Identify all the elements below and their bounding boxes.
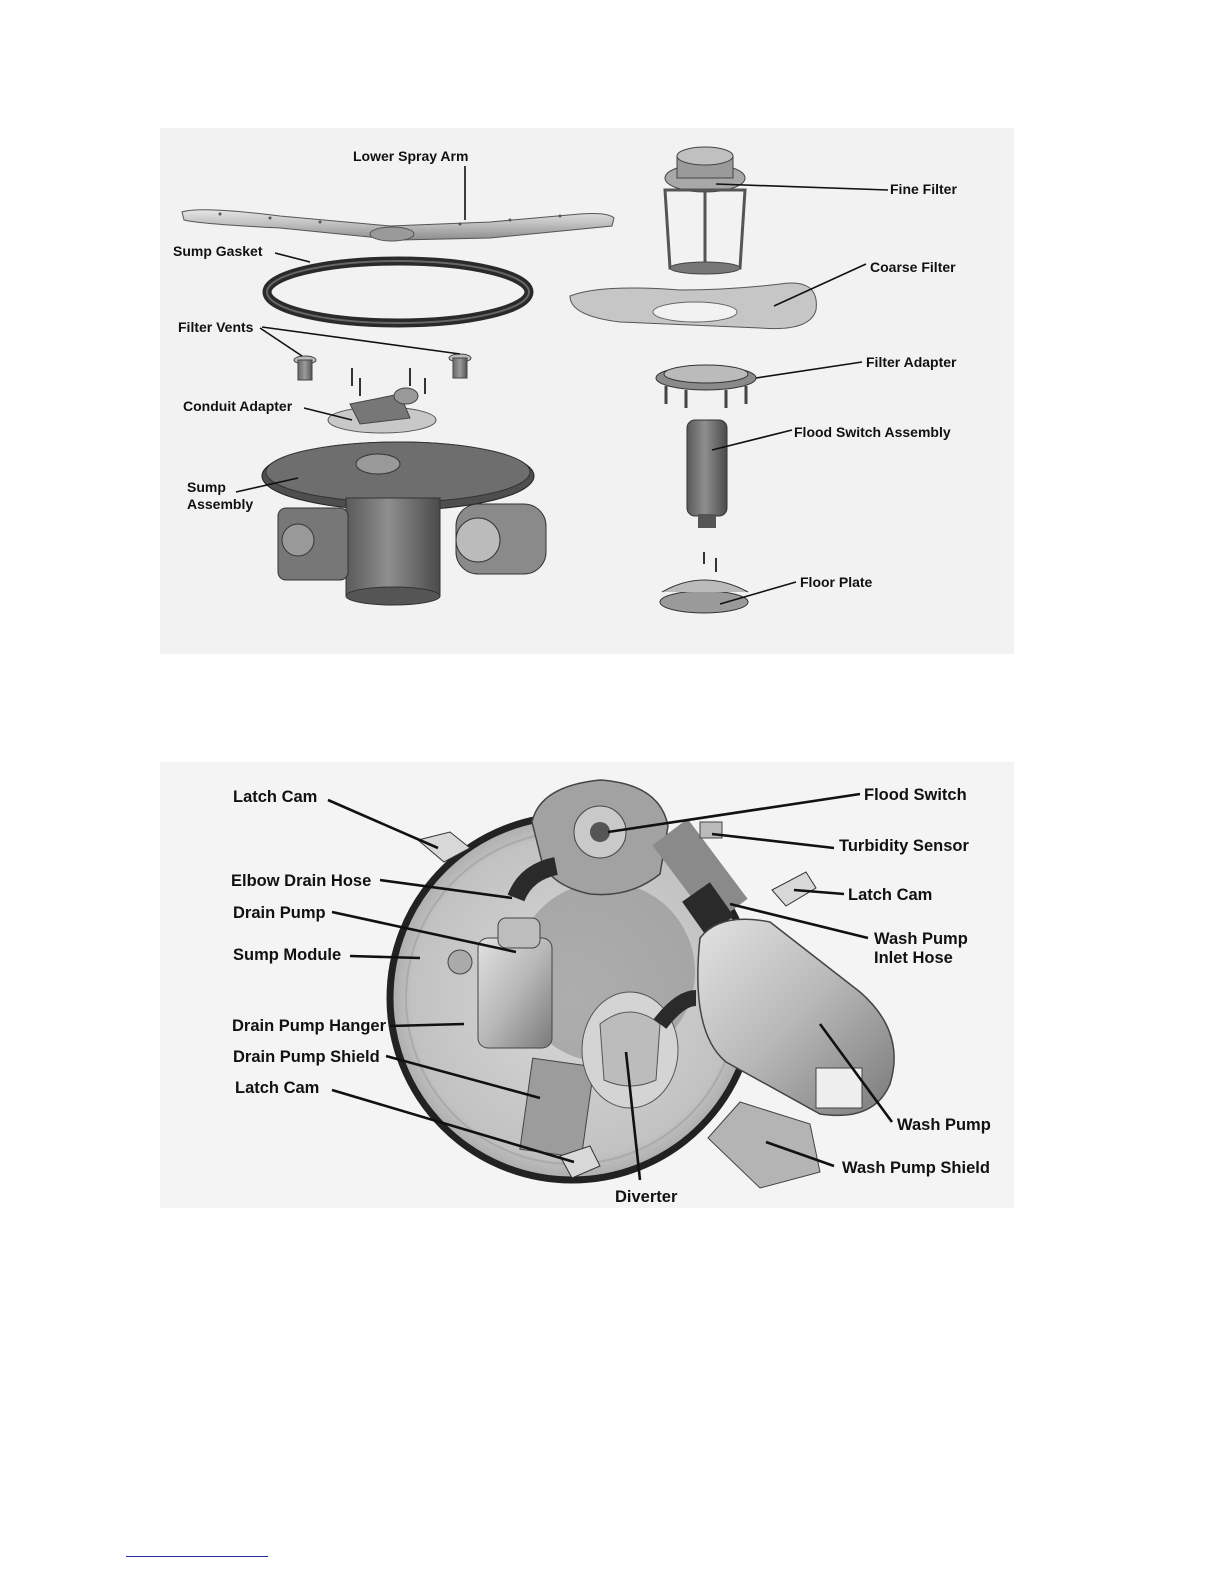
label-lower-spray-arm: Lower Spray Arm [353, 148, 468, 164]
footnote-separator [126, 1556, 268, 1557]
label-drain-pump-hanger: Drain Pump Hanger [232, 1017, 387, 1035]
label-drain-pump: Drain Pump [233, 904, 326, 922]
leader-floor-plate [719, 581, 797, 605]
leader-conduit-adapter [303, 407, 353, 421]
label-coarse-filter: Coarse Filter [870, 259, 956, 275]
label-wash-pump-inlet-hose-line1: Wash Pump [874, 930, 968, 948]
label-sump-assembly-line1: Sump [187, 479, 226, 495]
label-filter-adapter: Filter Adapter [866, 354, 957, 370]
exploded-view-diagram: Lower Spray Arm Sump Gasket Filter Vents… [160, 128, 1014, 654]
latch-cam-parts [416, 831, 817, 1179]
flood-switch-part [531, 779, 669, 896]
elbow-drain-hose-part [507, 857, 559, 902]
filter-adapter-part [655, 364, 757, 408]
leader-sump-assembly [235, 477, 299, 493]
label-diverter: Diverter [615, 1188, 678, 1206]
lower-spray-arm-part [181, 209, 615, 242]
label-fine-filter: Fine Filter [890, 181, 957, 197]
leader-drain-pump-hanger [389, 1022, 465, 1028]
label-sump-gasket: Sump Gasket [173, 243, 263, 259]
diverter-part [581, 990, 697, 1109]
label-latch-cam-right: Latch Cam [848, 886, 932, 904]
exploded-leader-lines [235, 166, 889, 605]
leader-sump-gasket [274, 252, 311, 263]
floor-plate-part [659, 579, 749, 614]
leader-latch-cam-top-left [327, 798, 439, 850]
label-filter-vents: Filter Vents [178, 319, 254, 335]
leader-wash-pump-inlet-hose [729, 902, 869, 940]
conduit-adapter-part [327, 387, 437, 434]
drain-pump-part [447, 917, 553, 1049]
exploded-view-svg: Lower Spray Arm Sump Gasket Filter Vents… [160, 128, 1014, 654]
leader-wash-pump [818, 1023, 894, 1123]
wash-pump-inlet-hose-part [652, 818, 748, 936]
label-floor-plate: Floor Plate [800, 574, 873, 590]
flood-switch-assembly-part [686, 419, 728, 572]
label-sump-module: Sump Module [233, 946, 341, 964]
label-wash-pump: Wash Pump [897, 1116, 991, 1134]
wash-pump-shield-part [707, 1101, 821, 1189]
leader-flood-switch [607, 792, 861, 834]
leader-drain-pump [331, 910, 517, 954]
fine-filter-part [663, 146, 747, 275]
wash-pump-part [697, 918, 895, 1117]
sump-gasket-part [262, 256, 534, 328]
label-wash-pump-shield: Wash Pump Shield [842, 1159, 990, 1177]
sump-assembly-part [261, 441, 547, 606]
leader-turbidity-sensor [711, 832, 835, 850]
label-latch-cam-bottom-left: Latch Cam [235, 1079, 319, 1097]
label-turbidity-sensor: Turbidity Sensor [839, 837, 969, 855]
leader-latch-cam-right [793, 888, 845, 896]
bottom-view-svg: Latch Cam Elbow Drain Hose Drain Pump Su… [160, 762, 1014, 1208]
leader-filter-adapter [755, 361, 863, 379]
label-drain-pump-shield: Drain Pump Shield [233, 1048, 380, 1066]
coarse-filter-part [569, 282, 817, 330]
label-conduit-adapter: Conduit Adapter [183, 398, 293, 414]
drain-pump-shield-part [519, 1057, 595, 1159]
bottom-leader-lines [327, 792, 894, 1181]
leader-wash-pump-shield [765, 1140, 835, 1168]
label-latch-cam-top-left: Latch Cam [233, 788, 317, 806]
leader-latch-cam-bottom-left [331, 1088, 575, 1164]
leader-drain-pump-shield [385, 1054, 541, 1100]
label-flood-switch: Flood Switch [864, 786, 967, 804]
label-wash-pump-inlet-hose-line2: Inlet Hose [874, 949, 953, 967]
bottom-view-diagram: Latch Cam Elbow Drain Hose Drain Pump Su… [160, 762, 1014, 1208]
leader-fine-filter [715, 183, 889, 191]
label-elbow-drain-hose: Elbow Drain Hose [231, 872, 371, 890]
leader-diverter [624, 1051, 642, 1181]
leader-elbow-drain-hose [379, 878, 513, 900]
leader-coarse-filter [773, 263, 867, 307]
label-sump-assembly-line2: Assembly [187, 496, 253, 512]
label-flood-switch-assembly: Flood Switch Assembly [794, 424, 951, 440]
leader-filter-vent-left [259, 327, 303, 357]
leader-filter-vent-right [261, 326, 461, 355]
leader-sump-module [349, 954, 421, 960]
leader-flood-switch-assembly [711, 429, 793, 451]
